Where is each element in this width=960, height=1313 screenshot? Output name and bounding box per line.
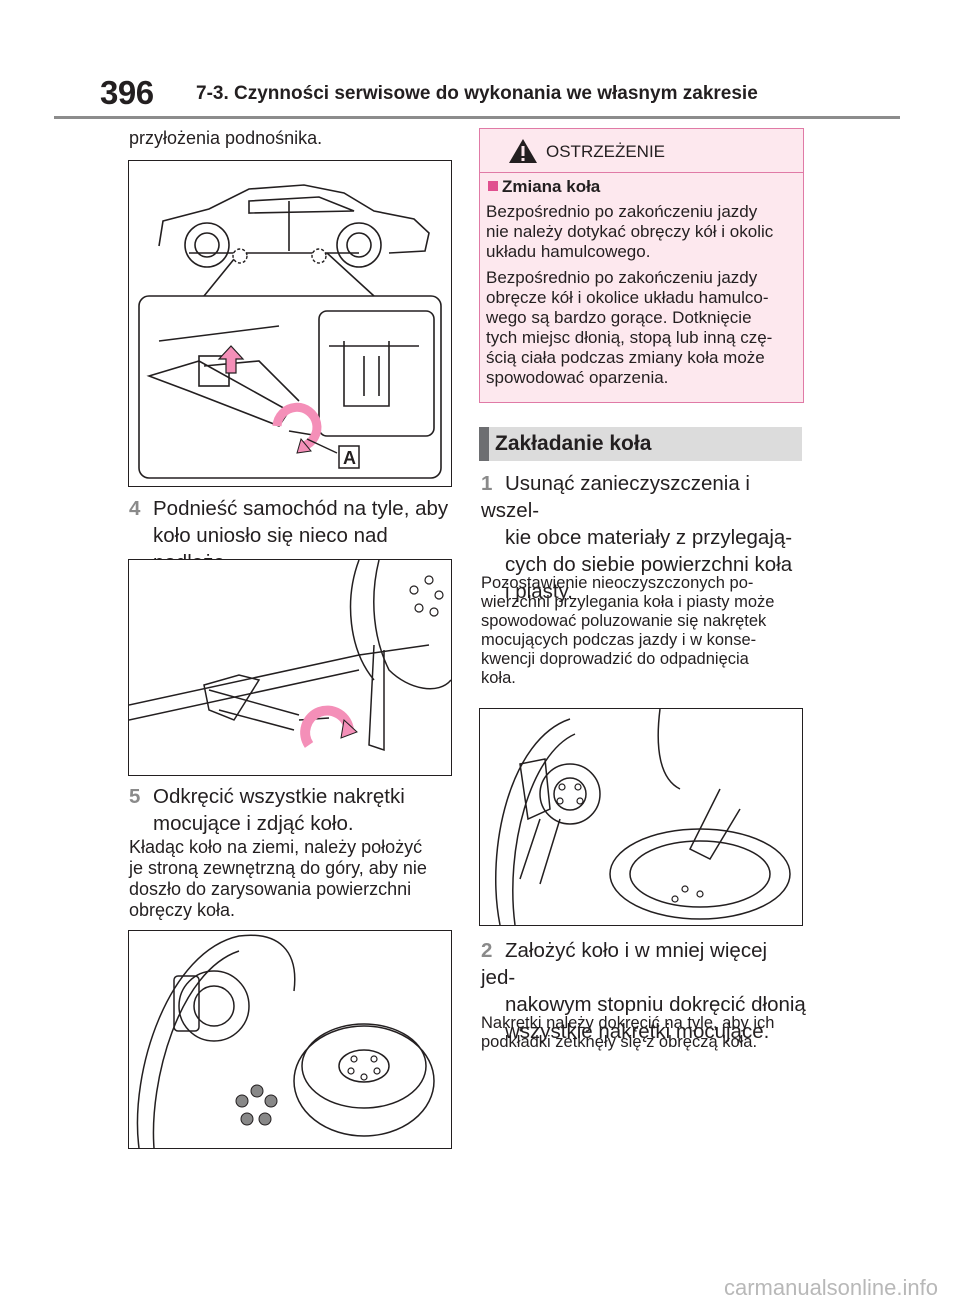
warning-line: układu hamulcowego.: [486, 242, 651, 261]
section-accent: [479, 427, 489, 461]
warning-line: wego są bardzo gorące. Dotknięcie: [486, 308, 752, 327]
warning-subtitle: Zmiana koła: [488, 177, 600, 197]
warning-line: ścią ciała podczas zmiany koła może: [486, 348, 765, 367]
step-1-note: Pozostawienie nieoczyszczonych po- wierz…: [481, 574, 806, 688]
step-4-number: 4: [129, 497, 141, 520]
step-2-note: Nakrętki należy dokręcić na tyle, aby ic…: [481, 1014, 806, 1052]
step-1-line: i piasty.: [505, 580, 573, 603]
step-5-note-line: doszło do zarysowania powierzchni: [129, 879, 412, 899]
header-rule: [54, 116, 900, 119]
warning-line: nie należy dotykać obręczy kół i okolic: [486, 222, 774, 241]
step-1-line: kie obce materiały z przylegają-: [505, 526, 793, 549]
warning-line: spowodować oparzenia.: [486, 368, 669, 387]
figure-wheel-removed: [128, 930, 452, 1149]
step-2-line: Założyć koło i w mniej więcej jed-: [481, 939, 768, 989]
step-1-line: cych do siebie powierzchni koła: [505, 553, 793, 576]
step-2-number: 2: [481, 939, 493, 962]
warning-para-2: Bezpośrednio po zakończeniu jazdy obręcz…: [486, 268, 801, 388]
warning-line: obręcze kół i okolice układu hamulco-: [486, 288, 769, 307]
step-2-note-line: Nakrętki należy dokręcić na tyle, aby ic…: [481, 1014, 775, 1032]
section-title: Zakładanie koła: [495, 432, 652, 455]
warning-triangle-icon: [509, 139, 537, 163]
figure-jack-point: A: [128, 160, 452, 487]
figure-raise-car: [128, 559, 452, 776]
step-1-note-line: Pozostawienie nieoczyszczonych po-: [481, 574, 754, 592]
step-5-note-line: Kładąc koło na ziemi, należy położyć: [129, 837, 423, 857]
warning-line: tych miejsc dłonią, stopą lub inną czę-: [486, 328, 773, 347]
raise-car-illustration: [128, 559, 452, 752]
step-2-line: wszystkie nakrętki mocujące.: [505, 1020, 770, 1043]
step-1-note-line: spowodować poluzowanie się nakrętek: [481, 612, 767, 630]
cleaning-illustration: [494, 708, 791, 926]
warning-box: OSTRZEŻENIE Zmiana koła Bezpośrednio po …: [479, 128, 804, 403]
step-1-number: 1: [481, 472, 493, 495]
warning-subtitle-text: Zmiana koła: [502, 177, 601, 196]
step-1-line: Usunąć zanieczyszczenia i wszel-: [481, 472, 750, 522]
step-5-line2: mocujące i zdjąć koło.: [153, 812, 354, 835]
step-1-note-line: wierzchni przylegania koła i piasty może: [481, 593, 775, 611]
section-heading: Zakładanie koła: [479, 427, 802, 461]
step-5-number: 5: [129, 785, 141, 808]
step-2-note-line: podkładki zetknęły się z obręczą koła.: [481, 1033, 758, 1051]
step-5-note-line: obręczy koła.: [129, 900, 236, 920]
step-5-note-line: je stroną zewnętrzną do góry, aby nie: [129, 858, 427, 878]
step-1-note-line: kwencji doprowadzić do odpadnięcia: [481, 650, 749, 668]
bullet-square-icon: [488, 181, 498, 191]
step-5-line1: Odkręcić wszystkie nakrętki: [153, 785, 405, 808]
chapter-title: 7-3. Czynności serwisowe do wykonania we…: [196, 83, 758, 104]
car-jack-illustration: A: [138, 184, 442, 479]
wheel-removed-illustration: [136, 934, 435, 1149]
callout-a-label: A: [343, 448, 356, 468]
warning-title: OSTRZEŻENIE: [546, 142, 666, 161]
warning-line: Bezpośrednio po zakończeniu jazdy: [486, 268, 758, 287]
figure-cleaning: [479, 708, 803, 926]
step-1-note-line: koła.: [481, 669, 516, 687]
step-2-line: nakowym stopniu dokręcić dłonią: [505, 993, 806, 1016]
step-5: 5 Odkręcić wszystkie nakrętki mocujące i …: [129, 783, 459, 837]
warning-para-1: Bezpośrednio po zakończeniu jazdy nie na…: [486, 202, 801, 262]
intro-text: przyłożenia podnośnika.: [129, 128, 323, 148]
page-number: 396: [100, 74, 154, 111]
watermark: carmanualsonline.info: [723, 1275, 938, 1300]
step-5-note: Kładąc koło na ziemi, należy położyć je …: [129, 837, 459, 921]
warning-header: OSTRZEŻENIE: [480, 129, 803, 173]
step-4-line1: Podnieść samochód na tyle, aby: [153, 497, 449, 520]
step-1-note-line: mocujących podczas jazdy i w konse-: [481, 631, 757, 649]
warning-line: Bezpośrednio po zakończeniu jazdy: [486, 202, 758, 221]
